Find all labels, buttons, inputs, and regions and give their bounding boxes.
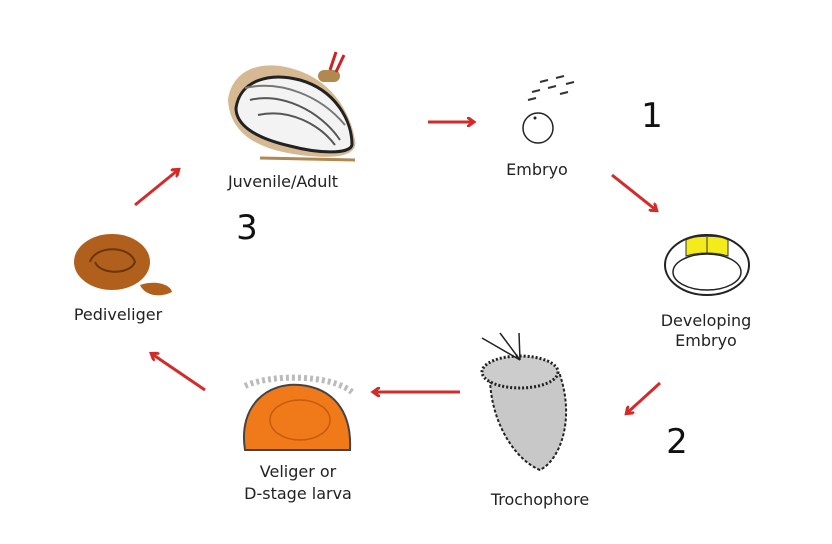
phase-number-1: 1 [641, 96, 663, 136]
label-developing: Developing [660, 311, 752, 330]
phase-number-2: 2 [666, 422, 688, 462]
arrow-embryo-to-developing [611, 173, 656, 210]
label-d-stage-larva: D-stage larva [244, 484, 352, 503]
label-pediveliger: Pediveliger [73, 305, 163, 324]
label-juvenile-adult: Juvenile/Adult [227, 172, 339, 191]
label-developing-embryo: Embryo [675, 331, 737, 350]
phase-number-3: 3 [236, 208, 258, 248]
arrow-developing-to-trochophore [627, 381, 662, 413]
trochophore-illustration [480, 332, 568, 472]
arrow-pediveliger-to-adult [134, 170, 178, 207]
embryo-illustration [522, 75, 575, 144]
arrow-veliger-to-pediveliger [152, 354, 206, 392]
adult-mussel-illustration [228, 51, 356, 162]
label-embryo: Embryo [506, 160, 568, 179]
label-veliger: Veliger or [259, 462, 337, 481]
label-trochophore: Trochophore [490, 490, 590, 509]
pediveliger-illustration [74, 234, 172, 296]
developing-embryo-illustration [664, 234, 750, 296]
veliger-illustration [242, 374, 354, 451]
